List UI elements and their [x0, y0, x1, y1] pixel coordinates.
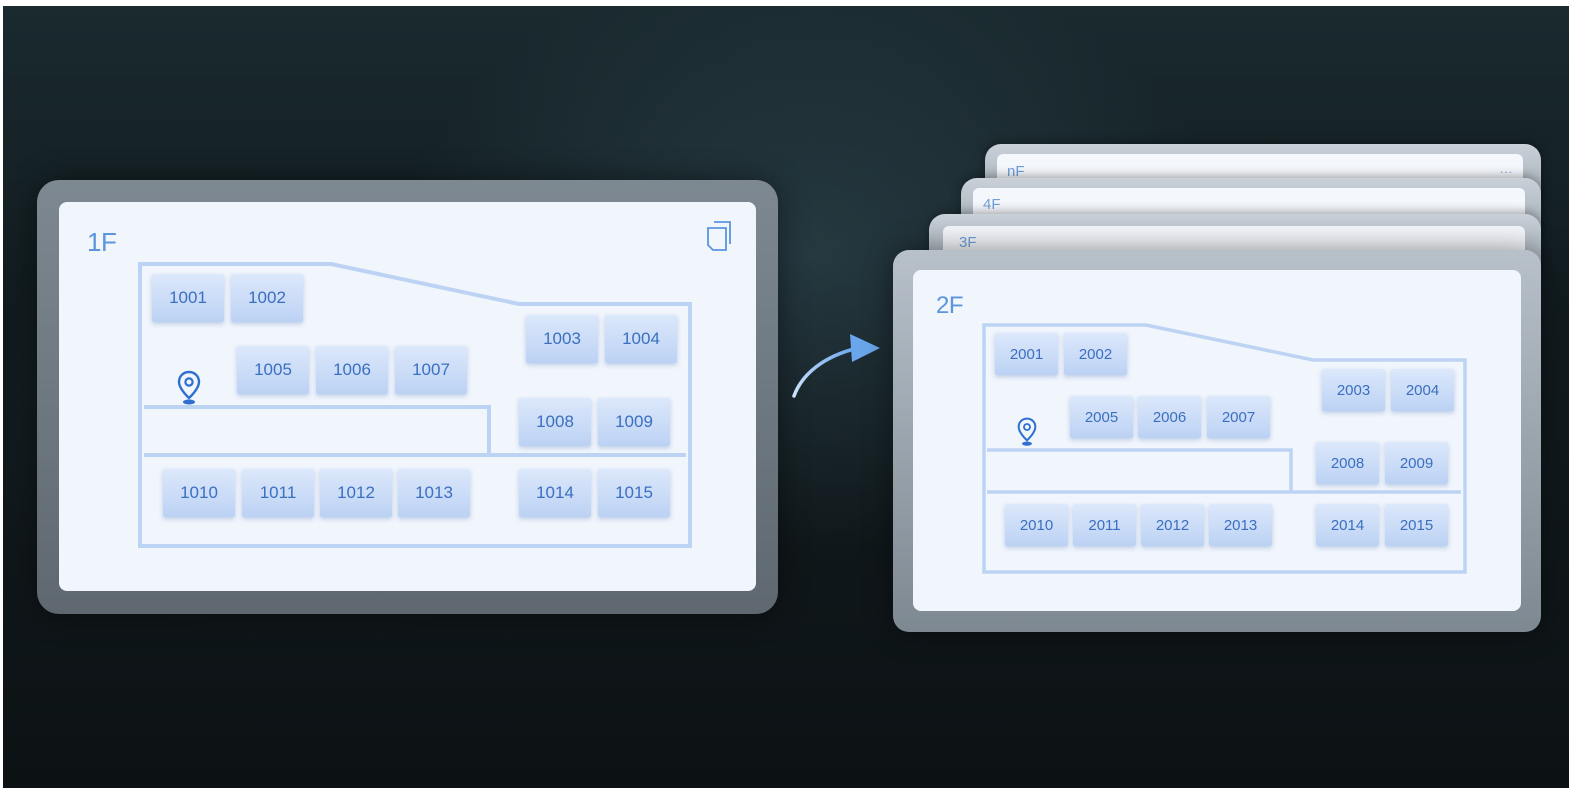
- room-2015[interactable]: 2015: [1385, 504, 1448, 546]
- floor-label: 1F: [87, 227, 117, 257]
- floor-3-label: 3F: [959, 234, 977, 251]
- room-1008[interactable]: 1008: [519, 398, 591, 446]
- floor-1-tablet-frame: 1F 1001 1002 1003: [37, 180, 778, 614]
- floor-2-screen: 2F 2001 2002 2003 2004 2005 2006 2007 20…: [913, 270, 1521, 611]
- floor-2-tablet-frame: 2F 2001 2002 2003 2004 2005 2006 2007 20…: [893, 250, 1541, 632]
- room-2012[interactable]: 2012: [1141, 504, 1204, 546]
- room-1006[interactable]: 1006: [316, 346, 388, 394]
- room-1011[interactable]: 1011: [242, 469, 314, 517]
- room-1013[interactable]: 1013: [398, 469, 470, 517]
- room-1010[interactable]: 1010: [163, 469, 235, 517]
- room-2004[interactable]: 2004: [1391, 369, 1454, 411]
- floor-2-plan-outline: [982, 323, 1467, 574]
- room-2003[interactable]: 2003: [1322, 369, 1385, 411]
- floor-n-label: nF: [1007, 163, 1025, 180]
- room-2002[interactable]: 2002: [1064, 333, 1127, 375]
- room-1014[interactable]: 1014: [519, 469, 591, 517]
- curved-arrow-icon: [788, 328, 884, 400]
- floor-label: 2F: [936, 292, 964, 319]
- room-2014[interactable]: 2014: [1316, 504, 1379, 546]
- room-1005[interactable]: 1005: [237, 346, 309, 394]
- room-2013[interactable]: 2013: [1209, 504, 1272, 546]
- room-1015[interactable]: 1015: [598, 469, 670, 517]
- room-2008[interactable]: 2008: [1316, 442, 1379, 484]
- room-2010[interactable]: 2010: [1005, 504, 1068, 546]
- room-2001[interactable]: 2001: [995, 333, 1058, 375]
- room-2007[interactable]: 2007: [1207, 396, 1270, 438]
- floor-1-screen: 1F 1001 1002 1003: [59, 202, 756, 591]
- copy-icon[interactable]: [706, 220, 732, 252]
- scene-background: 1F 1001 1002 1003: [3, 6, 1569, 788]
- location-pin-icon[interactable]: [177, 370, 201, 406]
- room-1003[interactable]: 1003: [526, 315, 598, 363]
- room-1002[interactable]: 1002: [231, 274, 303, 322]
- room-1007[interactable]: 1007: [395, 346, 467, 394]
- room-2009[interactable]: 2009: [1385, 442, 1448, 484]
- room-1009[interactable]: 1009: [598, 398, 670, 446]
- more-dots-icon[interactable]: ...: [1500, 162, 1514, 176]
- room-2005[interactable]: 2005: [1070, 396, 1133, 438]
- room-1004[interactable]: 1004: [605, 315, 677, 363]
- floor-4-label: 4F: [983, 196, 1001, 213]
- floor-1-plan-outline: [138, 262, 692, 548]
- room-2006[interactable]: 2006: [1138, 396, 1201, 438]
- room-1012[interactable]: 1012: [320, 469, 392, 517]
- room-2011[interactable]: 2011: [1073, 504, 1136, 546]
- location-pin-icon[interactable]: [1017, 416, 1037, 448]
- room-1001[interactable]: 1001: [152, 274, 224, 322]
